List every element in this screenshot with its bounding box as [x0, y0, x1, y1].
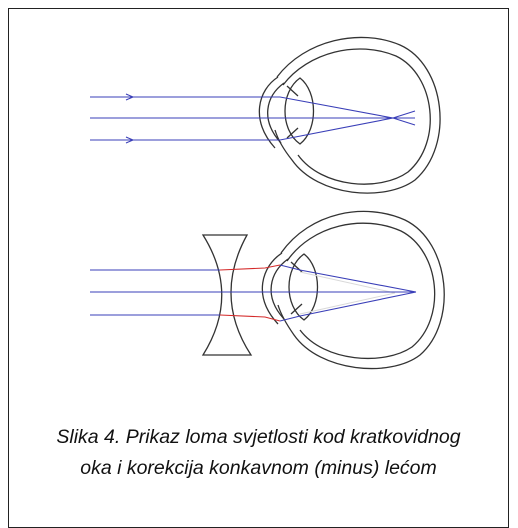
caption-line-1: Slika 4. Prikaz loma svjetlosti kod krat…	[56, 426, 461, 448]
uncorrected-eye-panel	[90, 36, 441, 194]
rays-top	[90, 93, 416, 144]
arrowhead-lower	[125, 136, 135, 144]
rays-bottom	[90, 264, 417, 322]
eye-bottom-retina	[286, 222, 436, 360]
eye-top-cornea-inner	[267, 82, 285, 144]
eye-top-lens	[284, 77, 315, 145]
caption-line-2: oka i korekcija konkavnom (minus) lećom	[80, 457, 437, 479]
eye-top-cornea-outer	[258, 76, 279, 149]
eye-bottom-cornea-outer	[261, 252, 283, 325]
eye-bottom	[261, 210, 445, 370]
refraction-diagram	[90, 36, 445, 370]
ray-top-upper	[90, 96, 416, 126]
arrowhead-upper	[125, 93, 135, 101]
ray-bottom-upper-eye	[279, 264, 417, 293]
faint-focus-lines	[299, 271, 396, 315]
eye-bottom-cornea-inner	[270, 258, 289, 320]
corrected-eye-panel	[90, 210, 445, 370]
ray-top-lower	[90, 110, 416, 141]
eye-top-sclera	[274, 36, 441, 194]
ray-bottom-upper-diverged	[219, 264, 281, 271]
eye-bottom-lens	[288, 253, 319, 321]
eye-bottom-sclera	[277, 210, 445, 370]
ray-bottom-lower-diverged	[219, 314, 281, 322]
eye-top	[258, 36, 441, 194]
concave-lens	[201, 234, 253, 356]
figure-caption: Slika 4. Prikaz loma svjetlosti kod krat…	[8, 422, 509, 484]
ray-bottom-lower-eye	[279, 291, 417, 322]
eye-top-retina	[282, 48, 431, 185]
